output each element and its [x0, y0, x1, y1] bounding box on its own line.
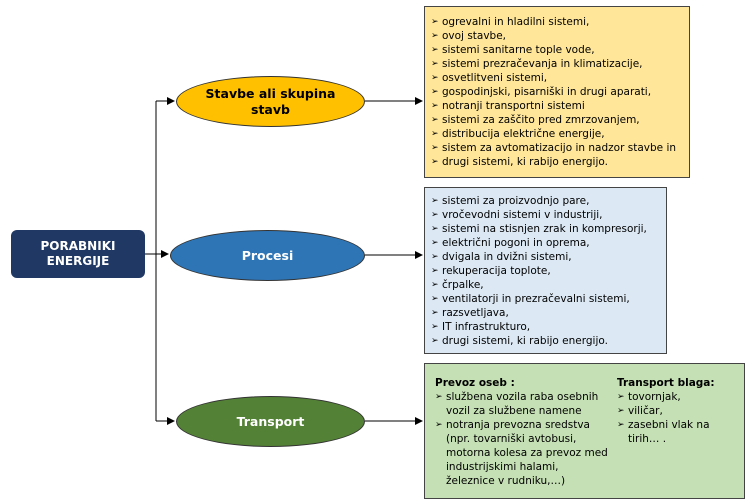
list-item: notranji transportni sistemi [431, 99, 683, 113]
goods-transport-list: tovornjak, viličar, zasebni vlak na tiri… [617, 390, 737, 446]
list-item: sistem za avtomatizacijo in nadzor stavb… [431, 141, 683, 155]
list-item: ventilatorji in prezračevalni sistemi, [431, 292, 660, 306]
list-item: sistemi prezračevanja in klimatizacije, [431, 57, 683, 71]
list-item: službena vozila raba osebnih vozil za sl… [435, 390, 610, 418]
processes-list-box: sistemi za proizvodnjo pare, vročevodni … [424, 187, 667, 354]
buildings-list-box: ogrevalni in hladilni sistemi, ovoj stav… [424, 6, 690, 178]
category-transport-node: Transport [176, 396, 365, 447]
list-item: dvigala in dvižni sistemi, [431, 250, 660, 264]
list-item: notranja prevozna sredstva (npr. tovarni… [435, 418, 610, 488]
passenger-transport-column: Prevoz oseb : službena vozila raba osebn… [435, 376, 610, 488]
list-item: ogrevalni in hladilni sistemi, [431, 15, 683, 29]
list-item: osvetlitveni sistemi, [431, 71, 683, 85]
list-item: ovoj stavbe, [431, 29, 683, 43]
category-buildings-label-line2: stavb [251, 101, 290, 117]
list-item: drugi sistemi, ki rabijo energijo. [431, 155, 683, 169]
category-buildings-label-line1: Stavbe ali skupina [205, 85, 336, 101]
list-item: črpalke, [431, 278, 660, 292]
passenger-transport-heading: Prevoz oseb : [435, 377, 515, 389]
goods-transport-heading: Transport blaga: [617, 377, 715, 389]
list-item: vročevodni sistemi v industriji, [431, 208, 660, 222]
transport-list-box: Prevoz oseb : službena vozila raba osebn… [424, 363, 745, 499]
list-item: IT infrastrukturo, [431, 320, 660, 334]
list-item: rekuperacija toplote, [431, 264, 660, 278]
list-item: distribucija električne energije, [431, 127, 683, 141]
list-item: tovornjak, [617, 390, 737, 404]
list-item: električni pogoni in oprema, [431, 236, 660, 250]
goods-transport-column: Transport blaga: tovornjak, viličar, zas… [617, 376, 737, 446]
list-item: drugi sistemi, ki rabijo energijo. [431, 334, 660, 348]
category-transport-label: Transport [236, 413, 305, 429]
list-item: razsvetljava, [431, 306, 660, 320]
list-item: zasebni vlak na tirih… . [617, 418, 737, 446]
processes-list: sistemi za proizvodnjo pare, vročevodni … [431, 194, 660, 348]
list-item: viličar, [617, 404, 737, 418]
list-item: sistemi sanitarne tople vode, [431, 43, 683, 57]
category-processes-node: Procesi [170, 230, 365, 281]
category-processes-label: Procesi [241, 247, 294, 263]
root-label-line1: PORABNIKI [40, 239, 116, 253]
passenger-transport-list: službena vozila raba osebnih vozil za sl… [435, 390, 610, 488]
category-buildings-node: Stavbe ali skupina stavb [176, 76, 365, 127]
list-item: sistemi za proizvodnjo pare, [431, 194, 660, 208]
root-node: PORABNIKI ENERGIJE [11, 230, 145, 278]
list-item: sistemi na stisnjen zrak in kompresorji, [431, 222, 660, 236]
list-item: sistemi za zaščito pred zmrzovanjem, [431, 113, 683, 127]
root-label-line2: ENERGIJE [46, 254, 110, 268]
buildings-list: ogrevalni in hladilni sistemi, ovoj stav… [431, 15, 683, 169]
list-item: gospodinjski, pisarniški in drugi aparat… [431, 85, 683, 99]
